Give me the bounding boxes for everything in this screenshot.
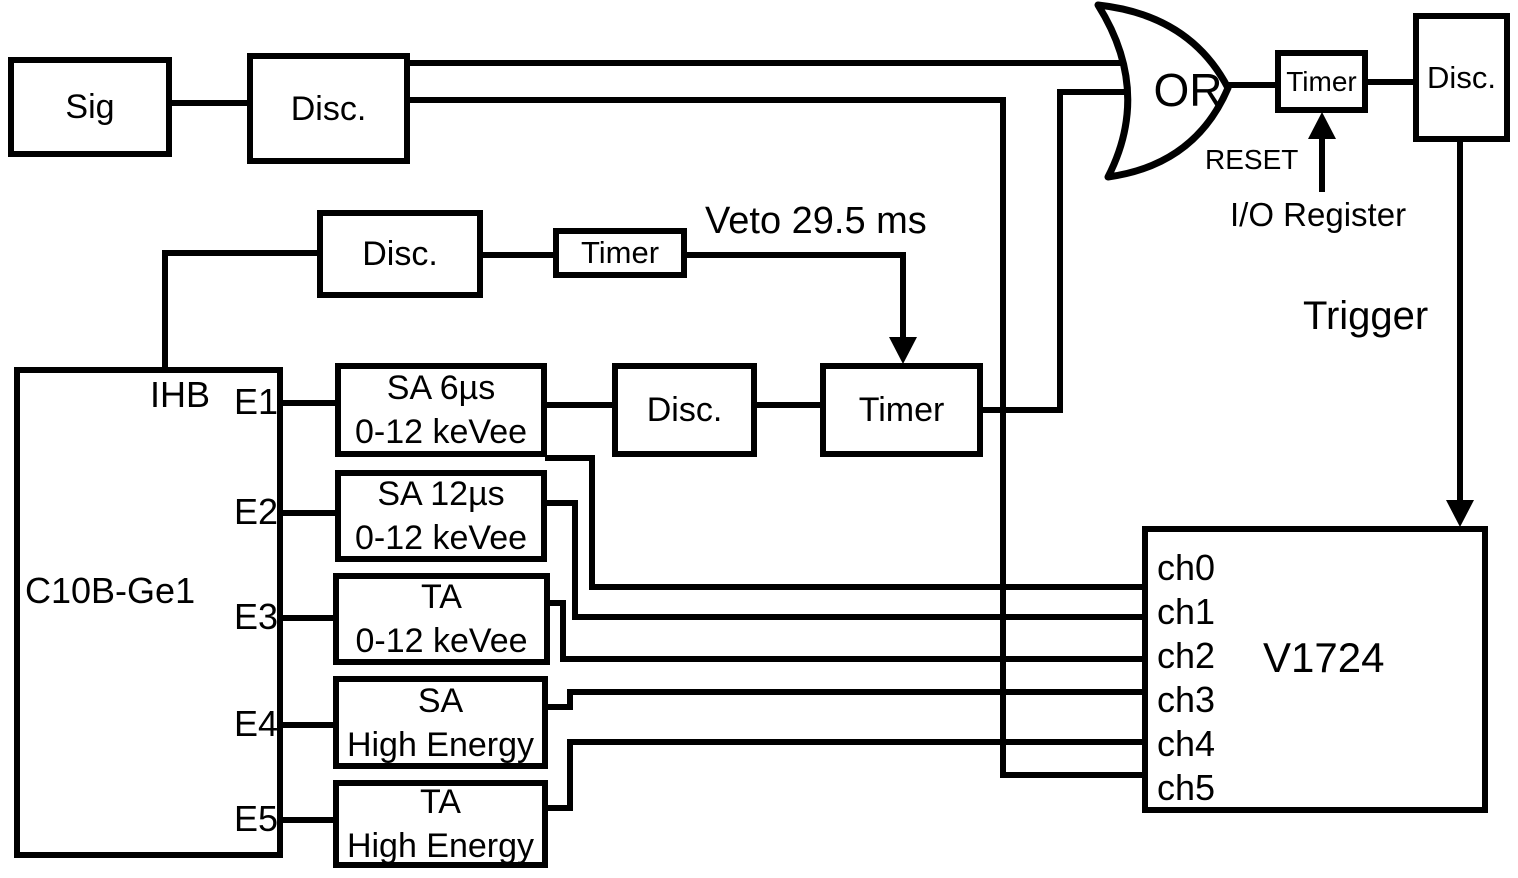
wire-disc-to-or-input1 bbox=[410, 60, 1140, 66]
e1-timer-label: Timer bbox=[858, 391, 945, 429]
wire-sa12-out bbox=[547, 500, 578, 506]
amp-tahe-line1: TA bbox=[420, 783, 461, 821]
sig-box: Sig bbox=[8, 57, 172, 157]
wire-ch1-riser bbox=[572, 500, 578, 617]
wire-sig-to-disc bbox=[172, 100, 247, 106]
digitizer-box bbox=[1142, 526, 1488, 813]
wire-ch2 bbox=[560, 656, 1142, 662]
amp-sa12-line2: 0-12 keVee bbox=[354, 519, 528, 557]
amp-sa6-line2: 0-12 keVee bbox=[354, 413, 528, 451]
wire-ch0-riser bbox=[589, 455, 595, 587]
wire-sahe-out bbox=[548, 704, 573, 710]
gate-timer-label: Timer bbox=[1286, 65, 1357, 97]
wire-veto-drop bbox=[900, 252, 906, 340]
reset-label: RESET bbox=[1205, 144, 1299, 175]
channel-label-ch4: ch4 bbox=[1157, 723, 1216, 764]
wire-port-e1 bbox=[283, 400, 335, 406]
detector-box bbox=[14, 367, 283, 858]
wire-port-e5 bbox=[283, 817, 333, 823]
gate-disc-label: Disc. bbox=[1427, 59, 1496, 95]
amp-sa12-box: SA 12µs 0-12 keVee bbox=[335, 470, 547, 562]
wire-ch4-riser bbox=[567, 739, 573, 808]
wire-ta12-out bbox=[548, 600, 566, 606]
amp-sahe-line2: High Energy bbox=[346, 725, 535, 764]
wire-timer-e1-out bbox=[983, 407, 1063, 413]
wire-ch5 bbox=[1000, 772, 1142, 778]
disc-top-label: Disc. bbox=[290, 89, 367, 128]
wire-ch3-riser bbox=[567, 689, 573, 710]
channel-label-ch0: ch0 bbox=[1157, 547, 1216, 588]
trigger-label: Trigger bbox=[1303, 294, 1429, 338]
veto-timer-box: Timer bbox=[553, 228, 687, 278]
port-label-e1: E1 bbox=[233, 381, 278, 422]
amp-sahe-box: SA High Energy bbox=[333, 676, 548, 769]
wire-or-to-timer bbox=[1228, 82, 1275, 88]
wire-ch3 bbox=[567, 689, 1142, 695]
wire-disc-to-timer-e1 bbox=[757, 402, 820, 408]
e1-disc-label: Disc. bbox=[646, 391, 723, 429]
wire-sa6-to-disc bbox=[547, 402, 612, 408]
wire-io-register bbox=[1319, 135, 1325, 192]
amp-ta12-line2: 0-12 keVee bbox=[355, 622, 528, 660]
wire-ch0 bbox=[589, 584, 1142, 590]
wire-or-input2 bbox=[1057, 89, 1145, 95]
wire-ch2-riser bbox=[560, 600, 566, 659]
veto-disc-label: Disc. bbox=[362, 235, 438, 273]
port-label-e4: E4 bbox=[233, 703, 278, 744]
wire-ihb-riser bbox=[162, 250, 168, 367]
amp-sa6-line1: SA 6µs bbox=[386, 369, 496, 407]
channel-label-ch1: ch1 bbox=[1157, 591, 1216, 632]
amp-tahe-box: TA High Energy bbox=[333, 780, 548, 868]
ihb-label: IHB bbox=[150, 374, 211, 415]
amp-sa12-line1: SA 12µs bbox=[377, 475, 505, 513]
gate-disc-box: Disc. bbox=[1413, 13, 1510, 142]
trigger-arrowhead bbox=[1446, 500, 1474, 527]
wire-ch1 bbox=[572, 614, 1142, 620]
wire-disc-out2 bbox=[410, 97, 1006, 103]
e1-disc-box: Disc. bbox=[612, 363, 757, 457]
channel-label-ch5: ch5 bbox=[1157, 767, 1216, 808]
amp-sahe-line1: SA bbox=[417, 681, 464, 720]
veto-disc-box: Disc. bbox=[317, 210, 483, 298]
wire-port-e3 bbox=[283, 615, 333, 621]
gate-timer-box: Timer bbox=[1275, 50, 1368, 113]
disc-top-box: Disc. bbox=[247, 53, 410, 164]
wire-vetodisc-to-timer bbox=[483, 252, 553, 258]
amp-sa6-box: SA 6µs 0-12 keVee bbox=[335, 363, 547, 457]
wire-ch5-riser bbox=[1000, 97, 1006, 775]
wire-ch4 bbox=[567, 739, 1142, 745]
amp-tahe-line2: High Energy bbox=[346, 827, 535, 865]
or-gate bbox=[1094, 1, 1232, 181]
detector-name: C10B-Ge1 bbox=[25, 570, 196, 611]
veto-label: Veto 29.5 ms bbox=[705, 200, 927, 242]
wire-veto bbox=[687, 252, 906, 258]
port-label-e2: E2 bbox=[233, 491, 278, 532]
wire-timer-to-disc bbox=[1368, 79, 1413, 85]
amp-ta12-box: TA 0-12 keVee bbox=[333, 573, 550, 665]
wire-sa6-branch bbox=[545, 455, 595, 461]
wire-ihb-to-veto-disc bbox=[162, 250, 317, 256]
or-gate-label: OR bbox=[1153, 64, 1223, 116]
wire-trigger bbox=[1457, 142, 1463, 502]
amp-ta12-line1: TA bbox=[421, 578, 462, 616]
wire-tahe-out bbox=[548, 805, 573, 811]
veto-timer-label: Timer bbox=[580, 235, 660, 270]
channel-label-ch2: ch2 bbox=[1157, 635, 1216, 676]
veto-arrowhead bbox=[889, 337, 917, 364]
wire-or-input2-riser bbox=[1057, 89, 1063, 410]
channel-label-ch3: ch3 bbox=[1157, 679, 1216, 720]
port-label-e5: E5 bbox=[233, 798, 278, 839]
io-register-label: I/O Register bbox=[1230, 196, 1407, 233]
port-label-e3: E3 bbox=[233, 596, 278, 637]
wire-port-e2 bbox=[283, 510, 335, 516]
digitizer-name: V1724 bbox=[1263, 634, 1385, 681]
wire-port-e4 bbox=[283, 722, 333, 728]
sig-label: Sig bbox=[65, 88, 115, 126]
io-arrowhead bbox=[1308, 112, 1336, 139]
e1-timer-box: Timer bbox=[820, 363, 983, 457]
